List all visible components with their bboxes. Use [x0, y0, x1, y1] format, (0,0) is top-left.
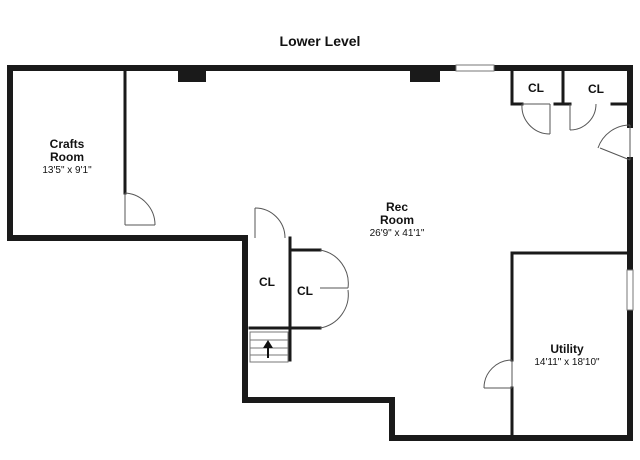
door-crafts-room: [124, 192, 156, 226]
interior-walls: [123, 66, 632, 440]
stairs: [249, 331, 289, 363]
door-closet-mid-right: [319, 249, 349, 329]
rec-room-name-line2: Room: [380, 213, 414, 227]
floor-title: Lower Level: [280, 33, 361, 49]
rec-room-dims: 26'9" x 41'1": [370, 228, 425, 239]
closet-top-right-label: CL: [588, 82, 604, 96]
room-labels: Crafts Room 13'5" x 9'1" Rec Room 26'9" …: [42, 81, 604, 368]
door-exterior-right: [597, 124, 631, 161]
up-arrow-icon: [263, 340, 273, 358]
windows: [455, 64, 634, 311]
crafts-room-name-line1: Crafts: [50, 137, 85, 151]
door-stair-closet: [254, 207, 286, 239]
crafts-room-name-line2: Room: [50, 150, 84, 164]
door-utility: [483, 359, 513, 389]
closet-top-left-label: CL: [528, 81, 544, 95]
utility-name: Utility: [550, 342, 584, 356]
closet-mid-left-label: CL: [259, 275, 275, 289]
window-right: [626, 269, 634, 311]
door-closet-top-left: [521, 103, 551, 135]
rec-room-name-line1: Rec: [386, 200, 408, 214]
utility-dims: 14'11" x 18'10": [534, 357, 600, 368]
door-closet-top-right: [569, 103, 597, 131]
crafts-room-dims: 13'5" x 9'1": [42, 165, 92, 176]
doors: [124, 103, 631, 389]
closet-mid-right-label: CL: [297, 284, 313, 298]
window-top: [455, 64, 495, 72]
wall-posts: [178, 68, 440, 82]
